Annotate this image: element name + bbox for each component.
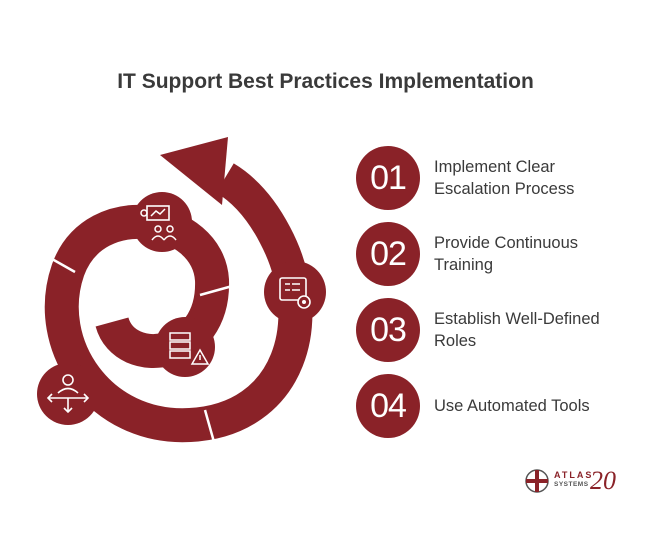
step-04: 04 Use Automated Tools — [356, 374, 646, 440]
spiral-arrowhead — [160, 137, 228, 205]
step-number: 03 — [356, 298, 420, 362]
step-number: 02 — [356, 222, 420, 286]
page-title: IT Support Best Practices Implementation — [117, 70, 534, 93]
team-training-icon — [132, 192, 192, 252]
step-label: Provide Continuous Training — [434, 234, 579, 274]
step-03: 03 Establish Well-Defined Roles — [356, 298, 646, 364]
step-label: Use Automated Tools — [434, 397, 590, 415]
step-number: 01 — [356, 146, 420, 210]
step-01: 01 Implement Clear Escalation Process — [356, 146, 646, 212]
person-roles-icon — [37, 363, 99, 425]
logo-text-atlas: ATLAS — [554, 470, 594, 480]
step-number: 04 — [356, 374, 420, 438]
logo-emblem-icon — [525, 469, 549, 493]
step-label: Establish Well-Defined Roles — [434, 310, 600, 350]
atlas-systems-logo: ATLAS SYSTEMS 20 — [524, 466, 616, 498]
logo-anniversary: 20 — [590, 466, 616, 495]
server-alert-icon — [155, 317, 215, 377]
step-label: Implement Clear Escalation Process — [434, 158, 575, 198]
logo-text-systems: SYSTEMS — [554, 481, 589, 488]
flowchart-icon — [264, 261, 326, 323]
step-02: 02 Provide Continuous Training — [356, 222, 646, 288]
